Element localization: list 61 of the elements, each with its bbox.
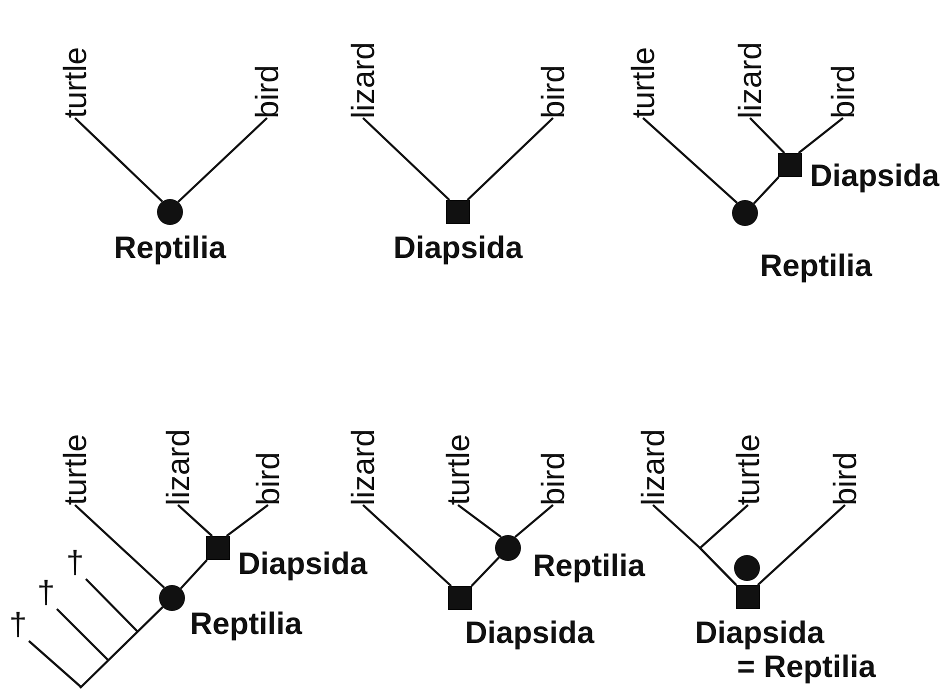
extinct-dagger: †: [37, 576, 55, 608]
branch-line: [457, 504, 502, 538]
branch-line: [177, 504, 213, 537]
branch-line: [74, 504, 165, 588]
node-square: [446, 200, 470, 224]
branch-line: [362, 117, 450, 201]
taxon-label: turtle: [59, 434, 91, 505]
clade-label: Diapsida: [695, 617, 824, 648]
clade-label: Diapsida: [238, 548, 368, 579]
clade-label: = Reptilia: [737, 651, 876, 682]
taxon-label: bird: [537, 452, 569, 505]
branch-line: [798, 117, 844, 154]
taxon-label: lizard: [637, 428, 669, 505]
extinct-dagger: †: [9, 608, 27, 640]
taxon-label: turtle: [442, 434, 474, 505]
taxon-label: lizard: [162, 428, 194, 505]
taxon-label: bird: [827, 64, 859, 118]
node-circle: [159, 585, 185, 611]
node-square: [778, 153, 802, 177]
taxon-label: bird: [251, 64, 283, 118]
branch-line: [753, 176, 780, 204]
clade-label: Diapsida: [465, 617, 594, 648]
taxon-label: lizard: [347, 428, 379, 505]
taxon-label: lizard: [734, 42, 766, 118]
branch-line: [470, 556, 500, 587]
taxon-label: bird: [829, 452, 861, 505]
taxon-label: bird: [537, 64, 569, 118]
branch-line: [466, 117, 554, 201]
branch-line: [362, 504, 452, 587]
branch-line: [757, 504, 846, 586]
branch-line: [226, 504, 269, 537]
clade-label: Diapsida: [810, 160, 940, 191]
branch-line: [698, 504, 749, 586]
taxon-label: bird: [252, 452, 284, 505]
extinct-dagger: †: [66, 546, 84, 578]
taxon-label: turtle: [627, 46, 659, 118]
branch-line: [514, 504, 554, 538]
node-circle: [732, 200, 758, 226]
taxon-label: lizard: [347, 42, 379, 118]
clade-label: Diapsida: [393, 232, 523, 263]
branch-line: [56, 608, 109, 661]
branch-line: [177, 117, 268, 203]
node-circle: [495, 535, 521, 561]
branch-line: [85, 578, 138, 632]
clade-label: Reptilia: [114, 232, 226, 263]
branch-line: [749, 117, 786, 154]
clade-label: Reptilia: [760, 250, 872, 281]
branch-line: [74, 117, 164, 202]
taxon-label: turtle: [732, 434, 764, 505]
branch-line: [180, 559, 208, 590]
node-square: [206, 536, 230, 560]
branch-line: [642, 117, 738, 204]
clade-label: Reptilia: [190, 608, 302, 639]
branch-line: [79, 606, 164, 689]
node-circle: [157, 199, 183, 225]
node-circle: [734, 555, 760, 581]
node-square: [736, 585, 760, 609]
node-square: [448, 586, 472, 610]
taxon-label: turtle: [59, 46, 91, 118]
branch-line: [28, 640, 82, 688]
clade-label: Reptilia: [533, 550, 645, 581]
